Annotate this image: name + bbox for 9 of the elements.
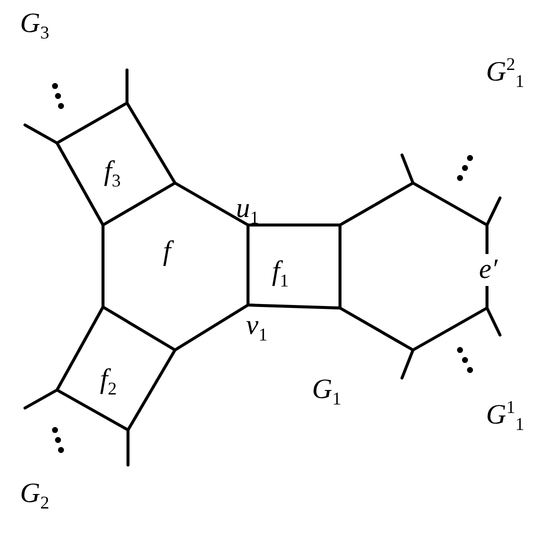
math-label: e′	[478, 254, 499, 286]
face-label: f$_{3}$	[104, 158, 121, 190]
subgraph-label: G$_{1}$	[312, 376, 342, 408]
subgraph-label: G$_{3}$	[20, 10, 50, 42]
subgraph-label: G$_{2}$	[20, 480, 50, 512]
vertex-label: v$_{1}$	[246, 312, 268, 344]
face-label: f$_{2}$	[100, 366, 117, 398]
face-label: f$_{1}$	[272, 258, 289, 290]
vertex-label: u$_{1}$	[236, 195, 259, 227]
